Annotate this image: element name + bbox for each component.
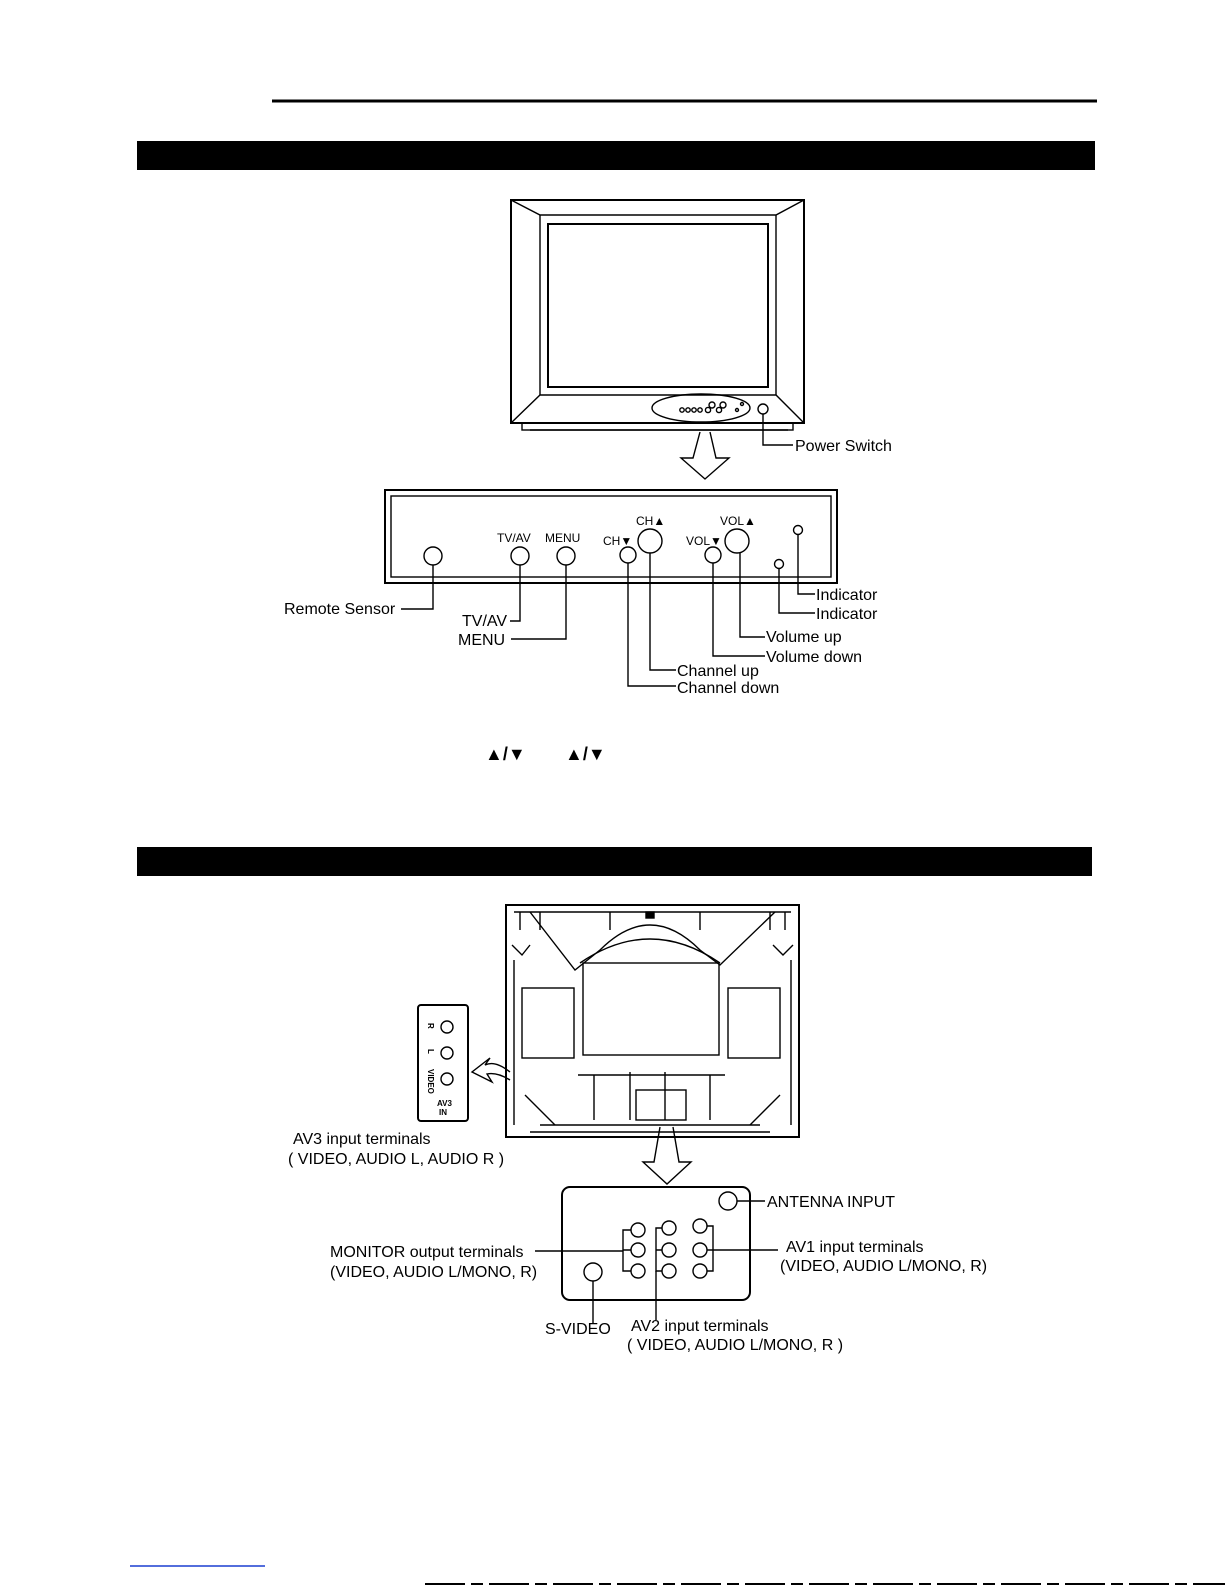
tv-screen — [547, 223, 769, 388]
section-bar-front — [137, 141, 1095, 170]
volume-up-label: Volume up — [766, 629, 842, 646]
antenna-input-label: ANTENNA INPUT — [767, 1194, 895, 1211]
tv-front-illustration — [510, 199, 805, 446]
av3-pointer-arrow — [470, 1057, 511, 1084]
av2-input-detail: ( VIDEO, AUDIO L/MONO, R ) — [627, 1337, 843, 1354]
av3-in-label: IN — [439, 1108, 447, 1117]
av1-input-jacks — [692, 1218, 714, 1279]
antenna-jack — [718, 1191, 738, 1211]
power-switch-button[interactable] — [757, 403, 769, 415]
remote-sensor — [423, 546, 443, 566]
vol-down-button[interactable] — [704, 546, 722, 564]
ch-down-button[interactable] — [619, 546, 637, 564]
av2-input-label: AV2 input terminals — [631, 1318, 769, 1335]
av2-input-jacks — [655, 1220, 677, 1279]
indicator-label-2: Indicator — [816, 606, 878, 623]
av3-av3-label: AV3 — [437, 1099, 453, 1108]
indicator-light-1 — [792, 524, 804, 536]
remote-sensor-label: Remote Sensor — [284, 601, 396, 618]
arrow-symbols-1: ▲/▼ — [485, 744, 526, 764]
av3-r-label: R — [426, 1023, 435, 1029]
power-switch-label: Power Switch — [795, 438, 892, 455]
av3-terminals-detail: ( VIDEO, AUDIO L, AUDIO R ) — [288, 1151, 504, 1168]
section-bar-rear — [137, 847, 1092, 876]
indicator-label-1: Indicator — [816, 587, 878, 604]
arrow-symbols-2: ▲/▼ — [565, 744, 606, 764]
vol-up-button[interactable] — [724, 528, 750, 554]
zoom-arrow-rear — [641, 1126, 693, 1185]
rear-leader-lines — [535, 1200, 778, 1323]
av1-input-label: AV1 input terminals — [786, 1239, 924, 1256]
monitor-output-jacks — [622, 1222, 646, 1279]
svideo-jack — [583, 1262, 603, 1282]
monitor-output-detail: (VIDEO, AUDIO L/MONO, R) — [330, 1264, 537, 1281]
ch-up-button[interactable] — [637, 528, 663, 554]
menu-label: MENU — [458, 632, 505, 649]
av3-jack-r — [440, 1020, 454, 1034]
av3-terminals-label: AV3 input terminals — [293, 1131, 431, 1148]
av3-video-label: VIDEO — [426, 1069, 435, 1094]
menu-panel-label: MENU — [545, 531, 580, 545]
menu-button[interactable] — [556, 546, 576, 566]
vol-up-panel-label: VOL▲ — [720, 514, 756, 528]
control-panel-oval — [651, 393, 751, 423]
volume-down-label: Volume down — [766, 649, 862, 666]
tvav-button[interactable] — [510, 546, 530, 566]
front-control-panel — [384, 489, 838, 584]
tv-rear-illustration — [505, 904, 800, 1138]
channel-up-label: Channel up — [677, 663, 759, 680]
front-leader-lines — [401, 535, 815, 687]
svideo-label: S-VIDEO — [545, 1321, 611, 1338]
av1-input-detail: (VIDEO, AUDIO L/MONO, R) — [780, 1258, 987, 1275]
ch-down-panel-label: CH▼ — [603, 534, 632, 548]
zoom-arrow-front — [679, 431, 731, 480]
monitor-output-label: MONITOR output terminals — [330, 1244, 524, 1261]
vol-down-panel-label: VOL▼ — [686, 534, 722, 548]
av3-jack-video — [440, 1072, 454, 1086]
tvav-label: TV/AV — [462, 613, 507, 630]
indicator-light-2 — [773, 558, 785, 570]
channel-down-label: Channel down — [677, 680, 779, 697]
av3-jack-l — [440, 1046, 454, 1060]
ch-up-panel-label: CH▲ — [636, 514, 665, 528]
av3-side-panel — [417, 1004, 469, 1122]
av3-l-label: L — [426, 1049, 435, 1054]
tvav-panel-label: TV/AV — [497, 531, 531, 545]
